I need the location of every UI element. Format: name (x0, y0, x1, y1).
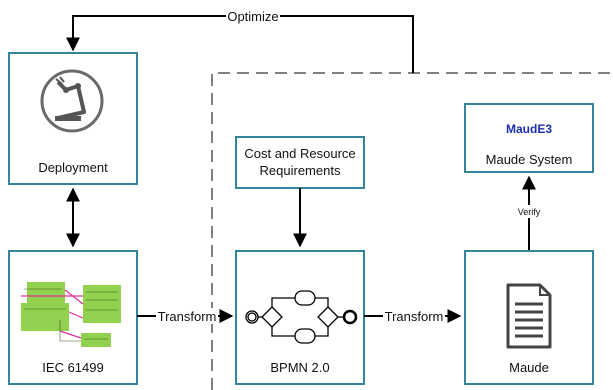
maude-label: Maude (509, 360, 549, 375)
document-icon (506, 283, 552, 349)
transform-right-label: Transform (385, 309, 444, 324)
cost-label-line2: Requirements (260, 163, 341, 178)
maude-logo: MaudE3 (506, 122, 552, 136)
iec-label: IEC 61499 (42, 360, 103, 375)
cost-box: Cost and Resource Requirements (235, 136, 365, 189)
bpmn-label: BPMN 2.0 (270, 360, 329, 375)
maude-box: Maude (464, 250, 594, 385)
transform-left-label: Transform (158, 309, 217, 324)
maude-system-label: Maude System (486, 152, 573, 167)
verify-edge: Verify (515, 175, 543, 251)
transform-left-edge: Transform (137, 308, 234, 324)
verify-label: Verify (518, 207, 541, 217)
bpmn-process-icon (245, 290, 358, 344)
deployment-label: Deployment (38, 160, 108, 175)
cost-label-line1: Cost and Resource (244, 146, 355, 161)
deployment-box: Deployment (8, 52, 138, 185)
robot-arm-icon (40, 69, 104, 133)
transform-right-edge: Transform (364, 308, 462, 324)
maude-system-box: MaudE3 Maude System (464, 103, 594, 173)
optimize-label: Optimize (227, 9, 278, 24)
function-block-network-icon (21, 282, 121, 347)
bpmn-box: BPMN 2.0 (235, 250, 365, 385)
dashed-region-border (211, 72, 613, 390)
iec-box: IEC 61499 (8, 250, 138, 385)
optimize-edge: Optimize (66, 8, 414, 73)
